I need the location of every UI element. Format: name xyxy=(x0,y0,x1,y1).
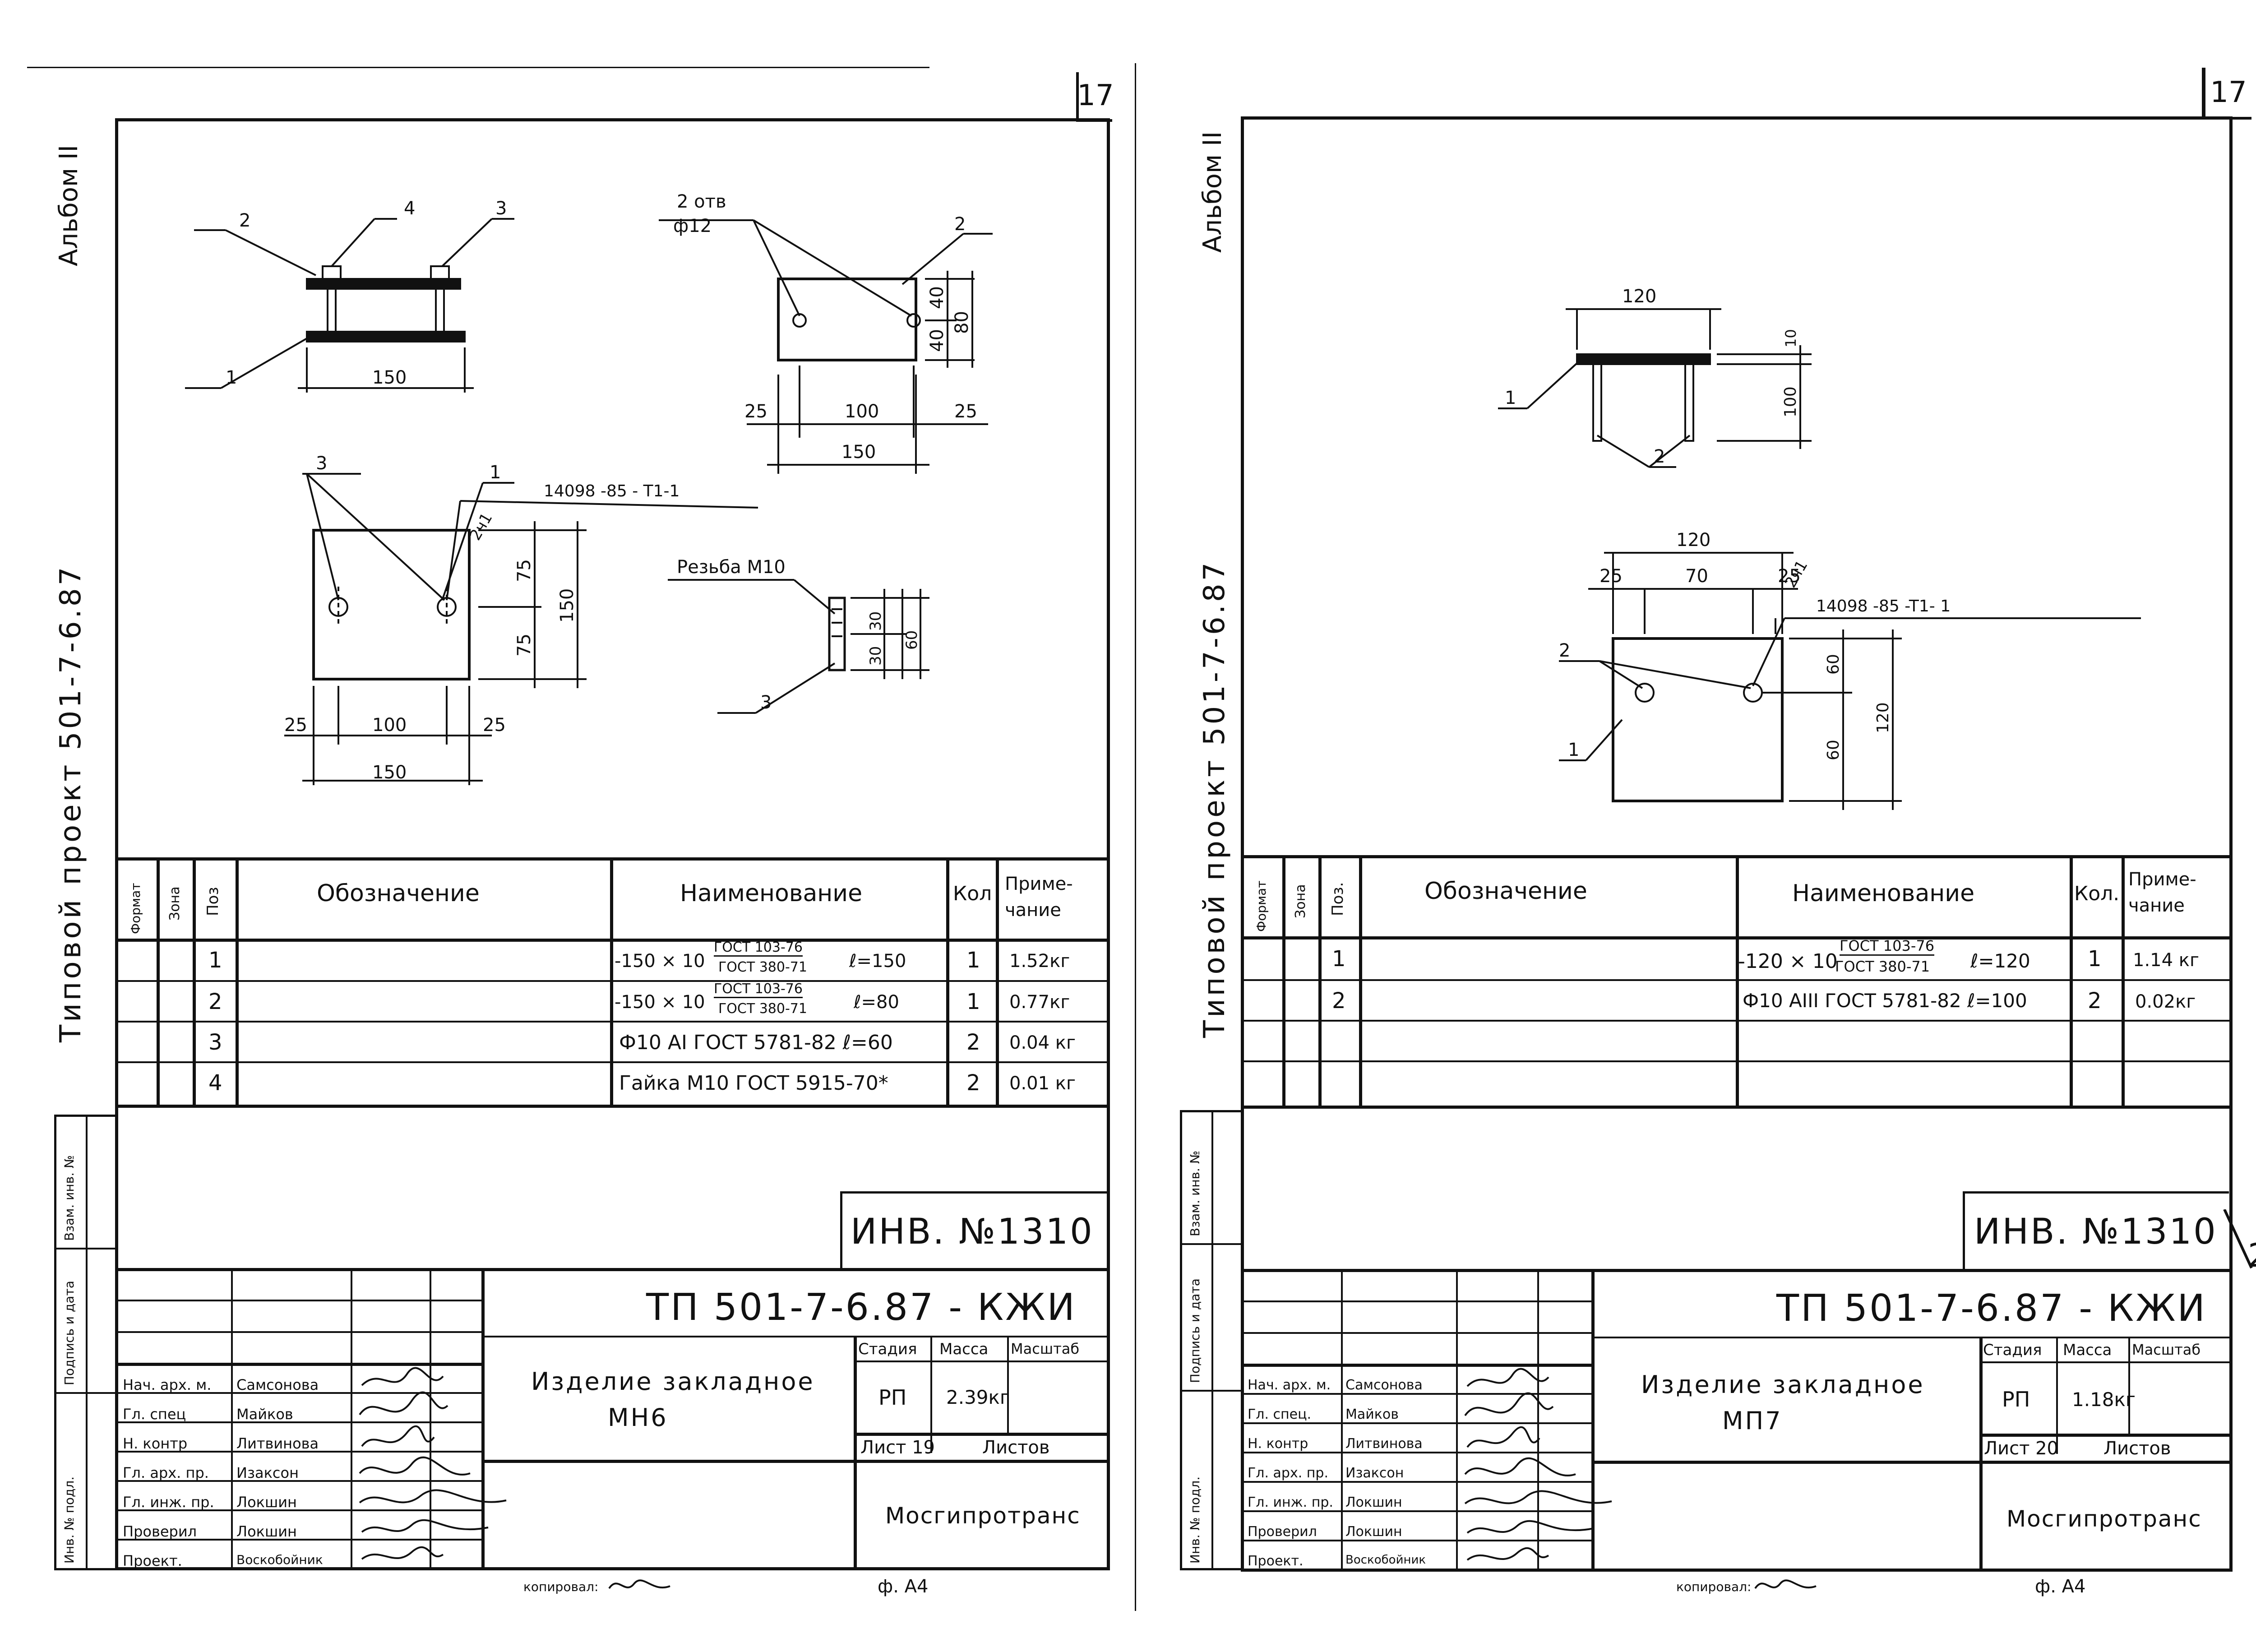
svg-text:2 отв: 2 отв xyxy=(677,191,726,212)
svg-text:30: 30 xyxy=(867,646,885,666)
svg-text:60: 60 xyxy=(1824,740,1843,760)
svg-text:150: 150 xyxy=(557,588,578,623)
sheet-left: 17 Альбом II Типовой проект 501-7-6.87 И… xyxy=(27,63,1136,1611)
svg-text:25: 25 xyxy=(1600,566,1623,587)
organization: Мосгипротранс xyxy=(2006,1506,2202,1532)
sheet-number: 17 xyxy=(1076,72,1114,122)
signatures xyxy=(359,1367,507,1560)
svg-text:25: 25 xyxy=(483,715,506,736)
svg-text:120: 120 xyxy=(1676,530,1710,551)
drawing-area: 120 10 100 1 2 120 25 70 25 14098 -85 -T… xyxy=(1498,286,2141,810)
side-album: Альбом II xyxy=(54,145,83,266)
svg-text:14098 -85 -T1- 1: 14098 -85 -T1- 1 xyxy=(1816,597,1951,615)
svg-text:2: 2 xyxy=(954,214,966,235)
svg-text:14098 -85 - T1-1: 14098 -85 - T1-1 xyxy=(544,482,680,500)
svg-text:70: 70 xyxy=(1685,566,1708,587)
header-designation: Обозначение xyxy=(317,880,480,907)
spec-table: Формат Зона Поз. Обозначение Наименовани… xyxy=(1244,855,2230,1112)
svg-text:75: 75 xyxy=(514,634,535,657)
svg-text:2: 2 xyxy=(1559,640,1570,661)
svg-text:80: 80 xyxy=(952,311,972,334)
svg-text:100: 100 xyxy=(372,715,407,736)
side-stamp: Инв. № подл. Подпись и дата Взам. инв. № xyxy=(54,1115,117,1570)
inventory-number: ИНВ. №1310 xyxy=(1963,1191,2229,1269)
svg-text:30: 30 xyxy=(867,611,885,631)
svg-text:3: 3 xyxy=(495,198,507,219)
sheet-number: 17 xyxy=(2202,68,2251,120)
svg-text:1: 1 xyxy=(1505,388,1516,408)
svg-text:120: 120 xyxy=(1874,702,1892,733)
svg-text:60: 60 xyxy=(903,630,921,650)
drawing-code: ТП 501-7-6.87 - КЖИ xyxy=(646,1286,1077,1329)
svg-text:25: 25 xyxy=(954,401,977,422)
svg-text:25: 25 xyxy=(284,715,307,736)
title-block: Нач. арх. м. Гл. спец. Н. контр Гл. арх.… xyxy=(1244,1269,2230,1571)
svg-text:3: 3 xyxy=(316,453,327,474)
title-block: Нач. арх. м. Гл. спец Н. контр Гл. арх. … xyxy=(118,1268,1108,1570)
svg-text:75: 75 xyxy=(514,559,535,582)
svg-text:2: 2 xyxy=(1654,446,1665,467)
svg-text:4: 4 xyxy=(404,198,415,219)
svg-text:120: 120 xyxy=(1622,286,1656,307)
callout-2: 2 xyxy=(239,210,250,231)
svg-text:2ч1: 2ч1 xyxy=(466,510,496,544)
side-project: Типовой проект 501-7-6.87 xyxy=(54,564,88,1042)
signatures xyxy=(1464,1368,1612,1561)
svg-text:40: 40 xyxy=(927,329,948,352)
organization: Мосгипротранс xyxy=(885,1503,1081,1529)
svg-text:100: 100 xyxy=(845,401,879,422)
svg-text:40: 40 xyxy=(927,286,948,309)
svg-text:25: 25 xyxy=(1778,566,1801,587)
svg-text:ф12: ф12 xyxy=(673,216,712,236)
svg-text:3: 3 xyxy=(760,692,772,713)
svg-text:1: 1 xyxy=(226,367,237,388)
svg-text:10: 10 xyxy=(1782,329,1799,347)
svg-text:150: 150 xyxy=(372,367,407,388)
svg-text:1: 1 xyxy=(1568,740,1579,760)
drawing-code: ТП 501-7-6.87 - КЖИ xyxy=(1776,1287,2207,1330)
inventory-number: ИНВ. №1310 xyxy=(840,1191,1110,1268)
svg-text:150: 150 xyxy=(841,442,876,463)
drawing-frame xyxy=(115,118,1110,1570)
svg-text:25: 25 xyxy=(744,401,767,422)
spec-table: Формат Зона Поз Обозначение Наименование… xyxy=(118,857,1108,1110)
drawing-frame xyxy=(1241,116,2233,1572)
drawing-area: 2 4 3 1 150 2 отв ф12 2 25 100 25 150 40… xyxy=(185,191,993,785)
sheet-right: 17 Альбом II Типовой проект 501-7-6.87 И… xyxy=(1146,0,2256,1652)
side-stamp: Инв. № подл. Подпись и дата Взам. инв. № xyxy=(1180,1110,1243,1570)
svg-text:Резьба М10: Резьба М10 xyxy=(677,557,786,578)
svg-text:150: 150 xyxy=(372,762,407,783)
svg-text:1: 1 xyxy=(490,462,501,483)
svg-text:60: 60 xyxy=(1824,654,1843,675)
svg-text:100: 100 xyxy=(1781,386,1800,417)
header-name: Наименование xyxy=(680,880,863,907)
